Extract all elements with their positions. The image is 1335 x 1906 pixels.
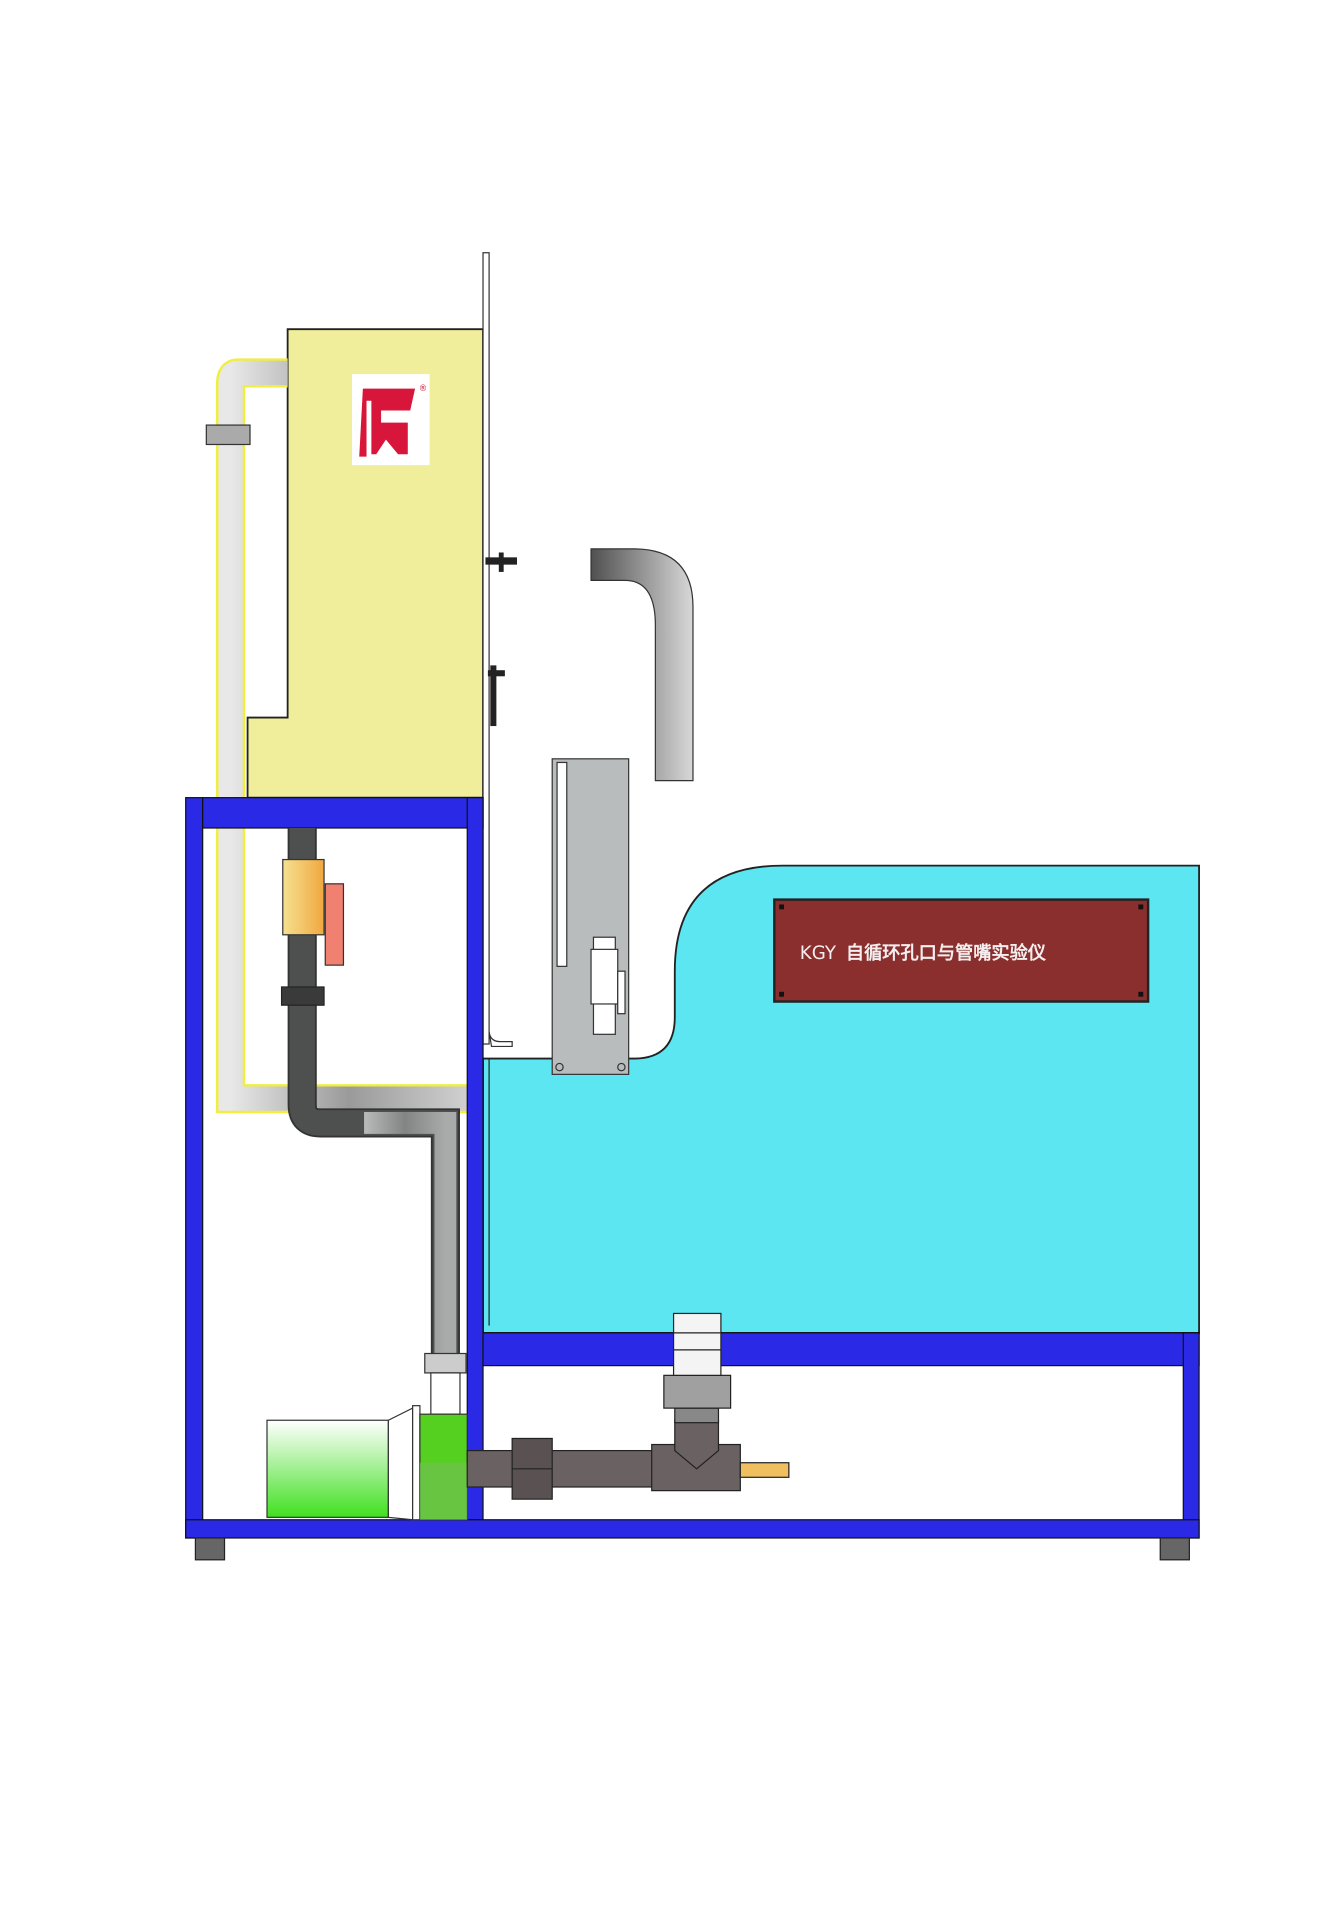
nameplate: KGY 自循环孔口与管嘴实验仪: [773, 898, 1150, 1003]
orifice-fitting-upper: [485, 552, 518, 572]
supply-pipe: [280, 827, 460, 1354]
foot-left: [194, 1537, 226, 1561]
pipe-clamp: [280, 986, 325, 1006]
drain-fitting: [672, 1312, 722, 1376]
valve-handle: [324, 883, 345, 966]
water-pump: [266, 1352, 468, 1521]
pump-outlet-pipe: [466, 1312, 790, 1500]
nameplate-title: 自循环孔口与管嘴实验仪: [846, 942, 1047, 964]
nameplate-model: KGY: [800, 943, 837, 964]
pump-motor: [266, 1419, 389, 1518]
support-frame: [185, 797, 1200, 1539]
orifice-fitting-lower: [487, 665, 505, 727]
foot-right: [1159, 1537, 1190, 1561]
registered-mark: ®: [419, 384, 427, 394]
brand-logo: ®: [351, 374, 430, 466]
bent-discharge-pipe: [590, 548, 694, 782]
back-plate: [482, 252, 490, 1045]
brass-nozzle: [739, 1462, 790, 1478]
overflow-return-pipe: [205, 358, 468, 1114]
pipe-clamp: [205, 424, 251, 446]
control-valve: [282, 858, 345, 966]
piezometer-panel: [551, 758, 630, 1075]
